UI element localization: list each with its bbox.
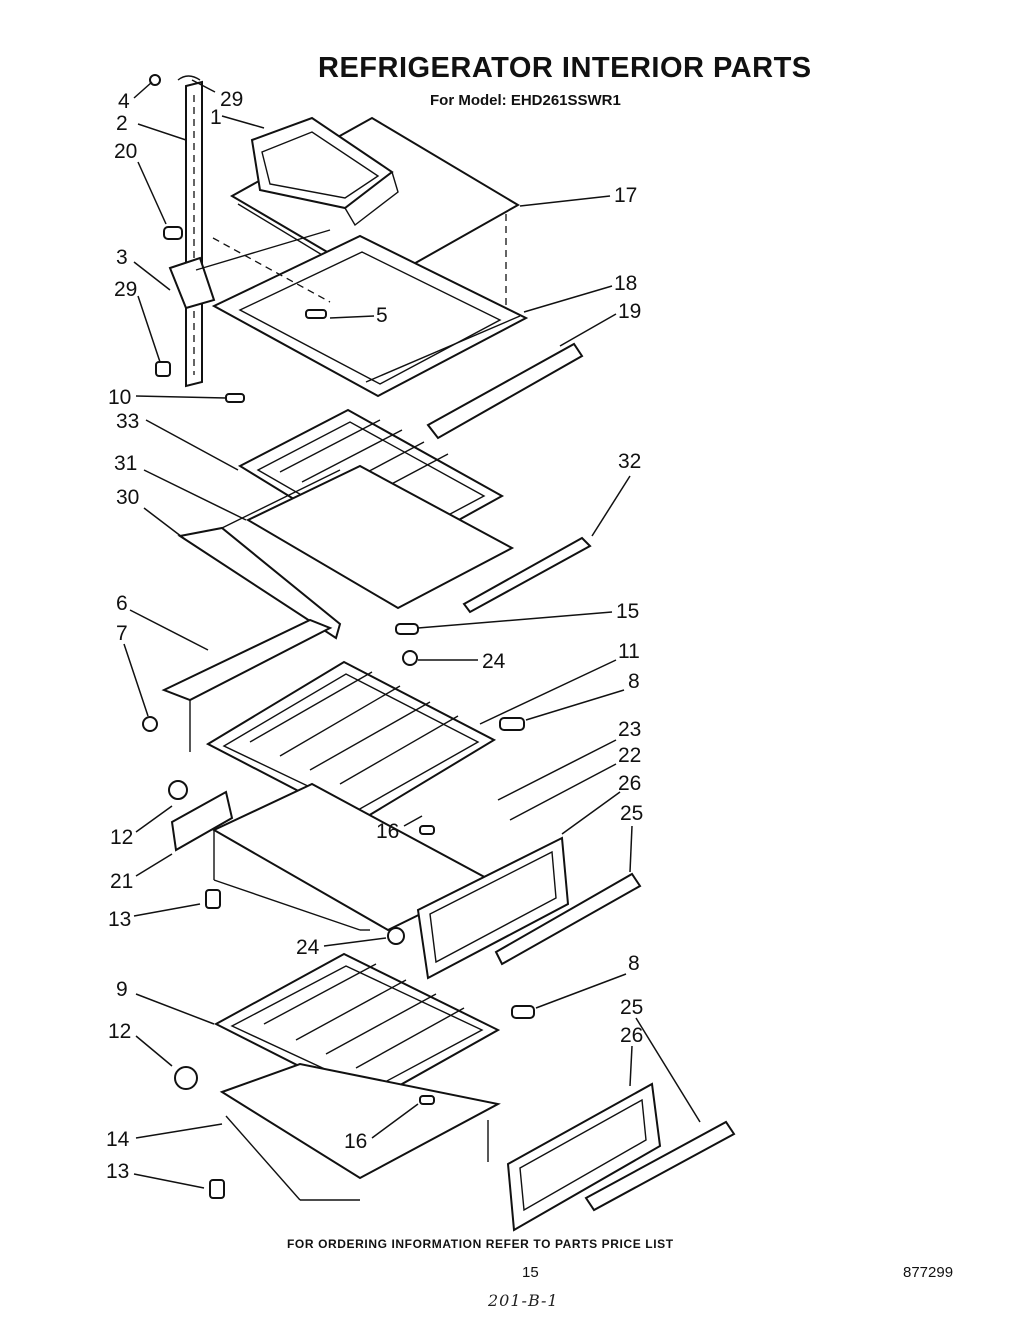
callout-label: 26	[620, 1024, 643, 1047]
callout-label: 5	[376, 304, 388, 327]
page-title: REFRIGERATOR INTERIOR PARTS	[318, 52, 812, 84]
callout-label: 17	[614, 184, 637, 207]
shelf-9-part	[213, 952, 501, 1104]
callout-label: 8	[628, 670, 640, 693]
callout-label: 18	[614, 272, 637, 295]
callout-label: 11	[618, 640, 640, 663]
handwritten-note: 201-B-1	[488, 1291, 559, 1310]
middle-shelf-assembly-part	[177, 408, 592, 640]
small-fastener-parts-top	[149, 74, 584, 440]
lower-crisper-drawer-part	[219, 1062, 736, 1232]
callout-label: 29	[114, 278, 137, 301]
callout-label: 12	[108, 1020, 131, 1043]
callout-label: 13	[106, 1160, 129, 1183]
document-number: 877299	[903, 1264, 954, 1281]
callout-label: 7	[116, 622, 128, 645]
small-fastener-parts-bottom	[142, 623, 535, 1199]
callout-label: 21	[110, 870, 133, 893]
callout-label: 16	[344, 1130, 367, 1153]
callout-label: 30	[116, 486, 139, 509]
callout-label: 23	[618, 718, 641, 741]
callout-label: 4	[118, 90, 130, 113]
callout-label: 25	[620, 802, 643, 825]
callout-label: 12	[110, 826, 133, 849]
callout-label: 10	[108, 386, 131, 409]
callout-label: 15	[616, 600, 639, 623]
callout-label: 20	[114, 140, 137, 163]
callout-label: 33	[116, 410, 139, 433]
shelf-frame-part	[168, 229, 529, 398]
model-subtitle: For Model: EHD261SSWR1	[430, 92, 621, 109]
callout-label: 32	[618, 450, 641, 473]
callout-numbers: 4 29 2 1 20 17 3 18 29 5 19 10 33 31 32 …	[106, 88, 643, 1183]
callout-label: 9	[116, 978, 128, 1001]
callout-label: 24	[296, 936, 320, 959]
callout-leaders	[123, 79, 701, 1189]
callout-label: 19	[618, 300, 641, 323]
callout-label: 3	[116, 246, 128, 269]
callout-label: 2	[116, 112, 128, 135]
callout-label: 26	[618, 772, 641, 795]
upper-crisper-drawer-part	[170, 782, 642, 980]
callout-label: 22	[618, 744, 641, 767]
page-number: 15	[522, 1264, 539, 1281]
ordering-info-note: FOR ORDERING INFORMATION REFER TO PARTS …	[287, 1237, 674, 1251]
shelf-11-part	[161, 618, 497, 824]
callout-label: 8	[628, 952, 640, 975]
callout-label: 13	[108, 908, 131, 931]
callout-label: 31	[114, 452, 137, 475]
callout-label: 25	[620, 996, 643, 1019]
callout-label: 29	[220, 88, 243, 111]
callout-label: 14	[106, 1128, 130, 1151]
callout-label: 24	[482, 650, 506, 673]
callout-label: 16	[376, 820, 399, 843]
dairy-bin-part	[250, 116, 399, 227]
callout-label: 6	[116, 592, 128, 615]
callout-label: 1	[210, 106, 222, 129]
